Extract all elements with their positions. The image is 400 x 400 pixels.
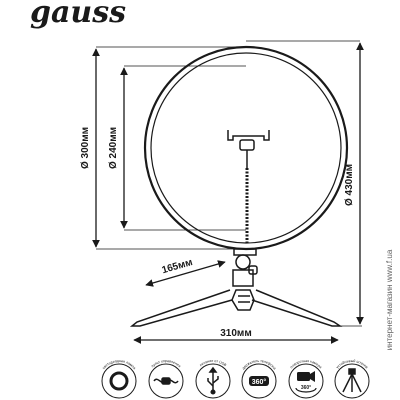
tripod bbox=[129, 289, 343, 327]
brand-logo: gauss bbox=[30, 0, 126, 30]
feature-camera-rotate: 360° поворотная камера bbox=[288, 359, 324, 399]
dimension-arrows bbox=[92, 42, 364, 344]
feature-cable: пульт управления bbox=[148, 359, 184, 399]
ring-light-icon bbox=[109, 371, 129, 391]
inner-diameter-label: Ø 240мм bbox=[108, 127, 119, 169]
total-height-label: Ø 430мм bbox=[344, 164, 355, 206]
svg-text:питание от USB: питание от USB bbox=[199, 359, 228, 368]
cable-icon bbox=[153, 377, 179, 385]
leg-length-label: 165мм bbox=[161, 257, 194, 276]
feature-icons-row: светодиодная лампа пульт управления пита… bbox=[101, 359, 370, 399]
base-width-label: 310мм bbox=[220, 328, 251, 339]
ball-head-mount bbox=[232, 248, 258, 287]
phone-rotate-badge: 360° bbox=[252, 378, 267, 386]
phone-holder bbox=[227, 130, 270, 245]
feature-usb: питание от USB bbox=[195, 359, 231, 399]
feature-phone-rotate: 360° держатель телефона bbox=[241, 359, 277, 399]
camera-rotate-badge: 360° bbox=[301, 385, 311, 391]
camera-rotate-icon bbox=[295, 371, 317, 393]
feature-ring-light: светодиодная лампа bbox=[101, 359, 137, 399]
feature-label: светодиодная лампа bbox=[102, 359, 137, 370]
usb-icon bbox=[207, 366, 219, 395]
svg-text:светодиодная лампа: светодиодная лампа bbox=[102, 359, 137, 370]
tripod-icon bbox=[342, 368, 362, 393]
feature-tripod: устойчивый штатив bbox=[334, 359, 370, 399]
phone-rotate-icon bbox=[249, 376, 269, 386]
store-watermark: интернет-магазин www.f.ua bbox=[385, 249, 394, 350]
feature-label: питание от USB bbox=[199, 359, 228, 368]
dimension-leaders bbox=[96, 40, 362, 327]
outer-diameter-label: Ø 300мм bbox=[80, 127, 91, 169]
